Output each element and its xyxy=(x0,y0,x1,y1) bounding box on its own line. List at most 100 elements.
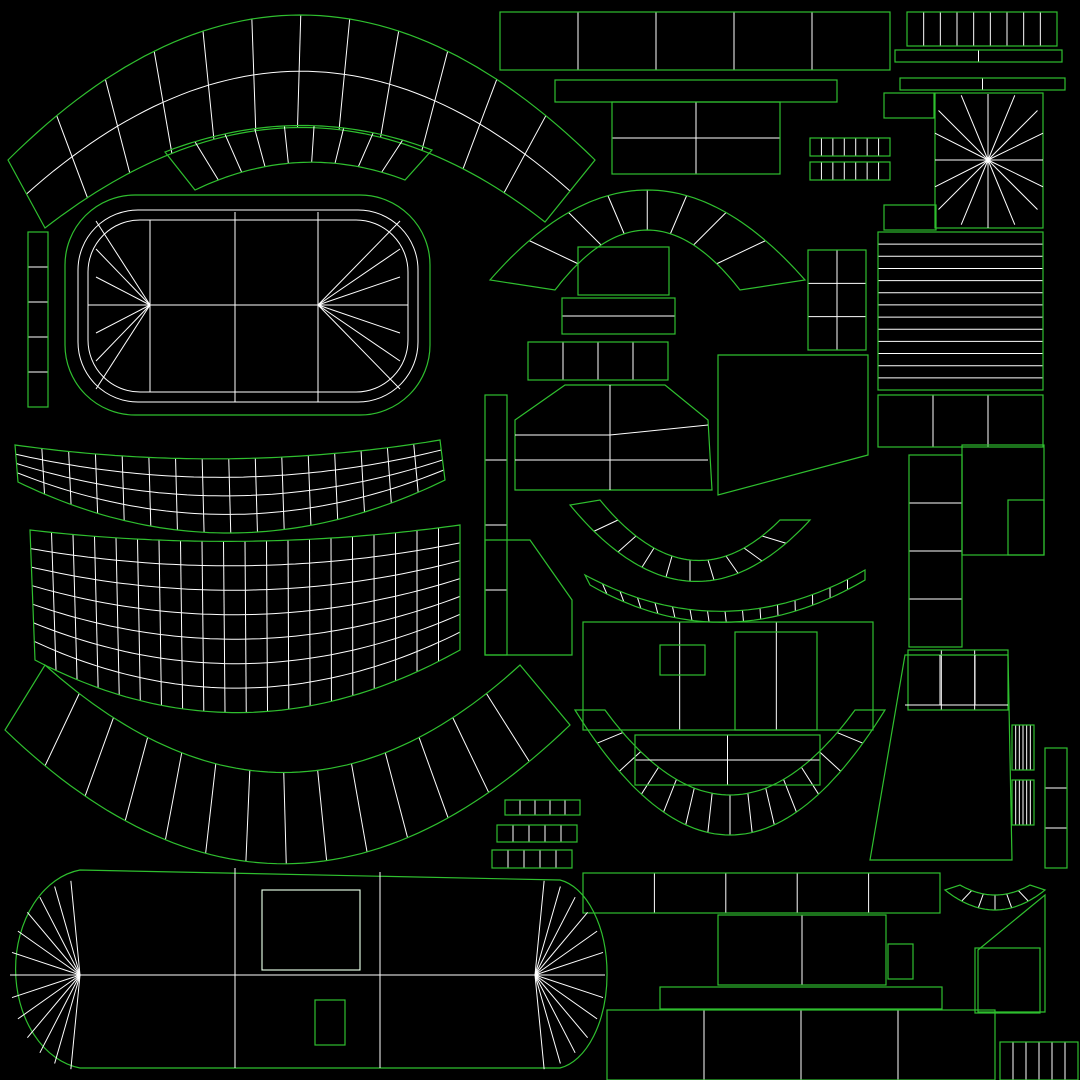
uv-edge xyxy=(934,159,989,188)
uv-edge xyxy=(56,115,88,198)
uv-island-rect xyxy=(734,631,818,731)
uv-edge xyxy=(707,610,710,623)
uv-edge xyxy=(693,212,727,246)
uv-edge xyxy=(619,591,625,602)
uv-edge xyxy=(121,455,125,521)
uv-edge xyxy=(747,793,753,833)
uv-island-rect xyxy=(883,204,937,231)
uv-edge xyxy=(148,457,152,527)
uv-edge xyxy=(39,896,81,976)
uv-edge xyxy=(201,541,205,712)
uv-edge xyxy=(224,133,243,173)
uv-edge xyxy=(534,951,604,976)
uv-island-rect xyxy=(877,394,1044,448)
uv-island-lower-bowl xyxy=(573,709,887,836)
uv-edge xyxy=(1006,893,1013,908)
uv-island-rect xyxy=(809,137,891,157)
uv-island-corner xyxy=(977,893,1046,1013)
uv-edge xyxy=(244,541,247,713)
uv-edge xyxy=(51,532,57,671)
uv-island-oval-outer xyxy=(64,194,431,416)
uv-edge xyxy=(961,890,973,902)
uv-edge xyxy=(534,974,589,1038)
uv-edge xyxy=(95,276,151,306)
uv-edge xyxy=(153,51,173,154)
uv-edge xyxy=(266,540,269,712)
uv-edge xyxy=(94,453,99,514)
uv-island-rect xyxy=(577,246,670,296)
uv-edge xyxy=(534,974,598,1020)
uv-edge xyxy=(164,752,183,840)
uv-edge xyxy=(54,974,81,1064)
uv-edge xyxy=(95,248,151,306)
uv-edge xyxy=(716,240,766,265)
uv-island-rect xyxy=(611,101,781,175)
uv-edge xyxy=(11,951,81,976)
uv-edge xyxy=(245,770,251,862)
uv-edge xyxy=(95,304,151,334)
uv-edge xyxy=(41,448,46,495)
uv-edge xyxy=(534,974,604,999)
uv-island-rect xyxy=(582,872,941,914)
uv-island-rect xyxy=(27,231,49,408)
uv-edge xyxy=(307,455,312,526)
uv-island-rect xyxy=(582,621,874,731)
uv-edge xyxy=(534,896,576,976)
uv-island-rect xyxy=(717,914,887,986)
uv-edge xyxy=(413,444,419,493)
uv-edge xyxy=(765,787,775,825)
uv-edge xyxy=(54,886,81,976)
uv-island-rect xyxy=(659,986,943,1010)
uv-edge xyxy=(801,766,819,795)
uv-edge xyxy=(202,31,215,140)
uv-edge xyxy=(357,132,374,167)
uv-edge xyxy=(309,539,311,706)
uv-edge xyxy=(596,732,624,744)
uv-edge xyxy=(39,974,81,1054)
uv-island-lower-arc xyxy=(4,664,571,865)
uv-edge xyxy=(26,974,81,1038)
uv-edge xyxy=(707,559,715,581)
uv-edge xyxy=(654,602,659,614)
uv-edge xyxy=(987,159,1044,188)
uv-edge xyxy=(637,597,642,609)
uv-island-rect xyxy=(883,92,935,119)
uv-edge xyxy=(818,751,842,772)
uv-edge xyxy=(72,534,78,680)
uv-edge xyxy=(311,125,315,163)
uv-edge xyxy=(743,547,763,562)
uv-edge xyxy=(534,930,598,976)
uv-edge xyxy=(689,609,693,621)
uv-edge xyxy=(317,304,401,390)
uv-edge xyxy=(281,457,285,530)
uv-edge xyxy=(836,732,864,744)
uv-edge xyxy=(742,610,744,622)
uv-island-rect xyxy=(899,77,1066,91)
uv-edge-loop xyxy=(261,889,361,971)
uv-edge xyxy=(317,220,401,306)
uv-edge xyxy=(609,424,709,436)
uv-island-rect xyxy=(877,231,1044,391)
uv-edge xyxy=(1017,890,1029,902)
uv-island-rect xyxy=(999,1041,1079,1080)
uv-island-rect xyxy=(491,849,573,869)
uv-edge xyxy=(317,304,401,362)
uv-edge xyxy=(11,974,81,999)
uv-edge xyxy=(534,974,576,1054)
uv-edge xyxy=(987,110,1038,161)
uv-edge xyxy=(251,19,257,131)
uv-edge xyxy=(384,752,409,838)
uv-edge xyxy=(452,717,490,793)
uv-island-rect xyxy=(1011,724,1035,771)
uv-edge xyxy=(137,539,141,701)
uv-edge xyxy=(534,886,561,976)
uv-edge xyxy=(641,547,655,568)
uv-edge xyxy=(724,611,727,623)
uv-edge xyxy=(669,195,688,234)
uv-edge xyxy=(180,540,184,709)
uv-island-tower-front xyxy=(869,654,1013,861)
uv-island-rect xyxy=(1007,499,1045,556)
uv-edge xyxy=(175,458,178,531)
uv-island-rect xyxy=(496,824,578,843)
